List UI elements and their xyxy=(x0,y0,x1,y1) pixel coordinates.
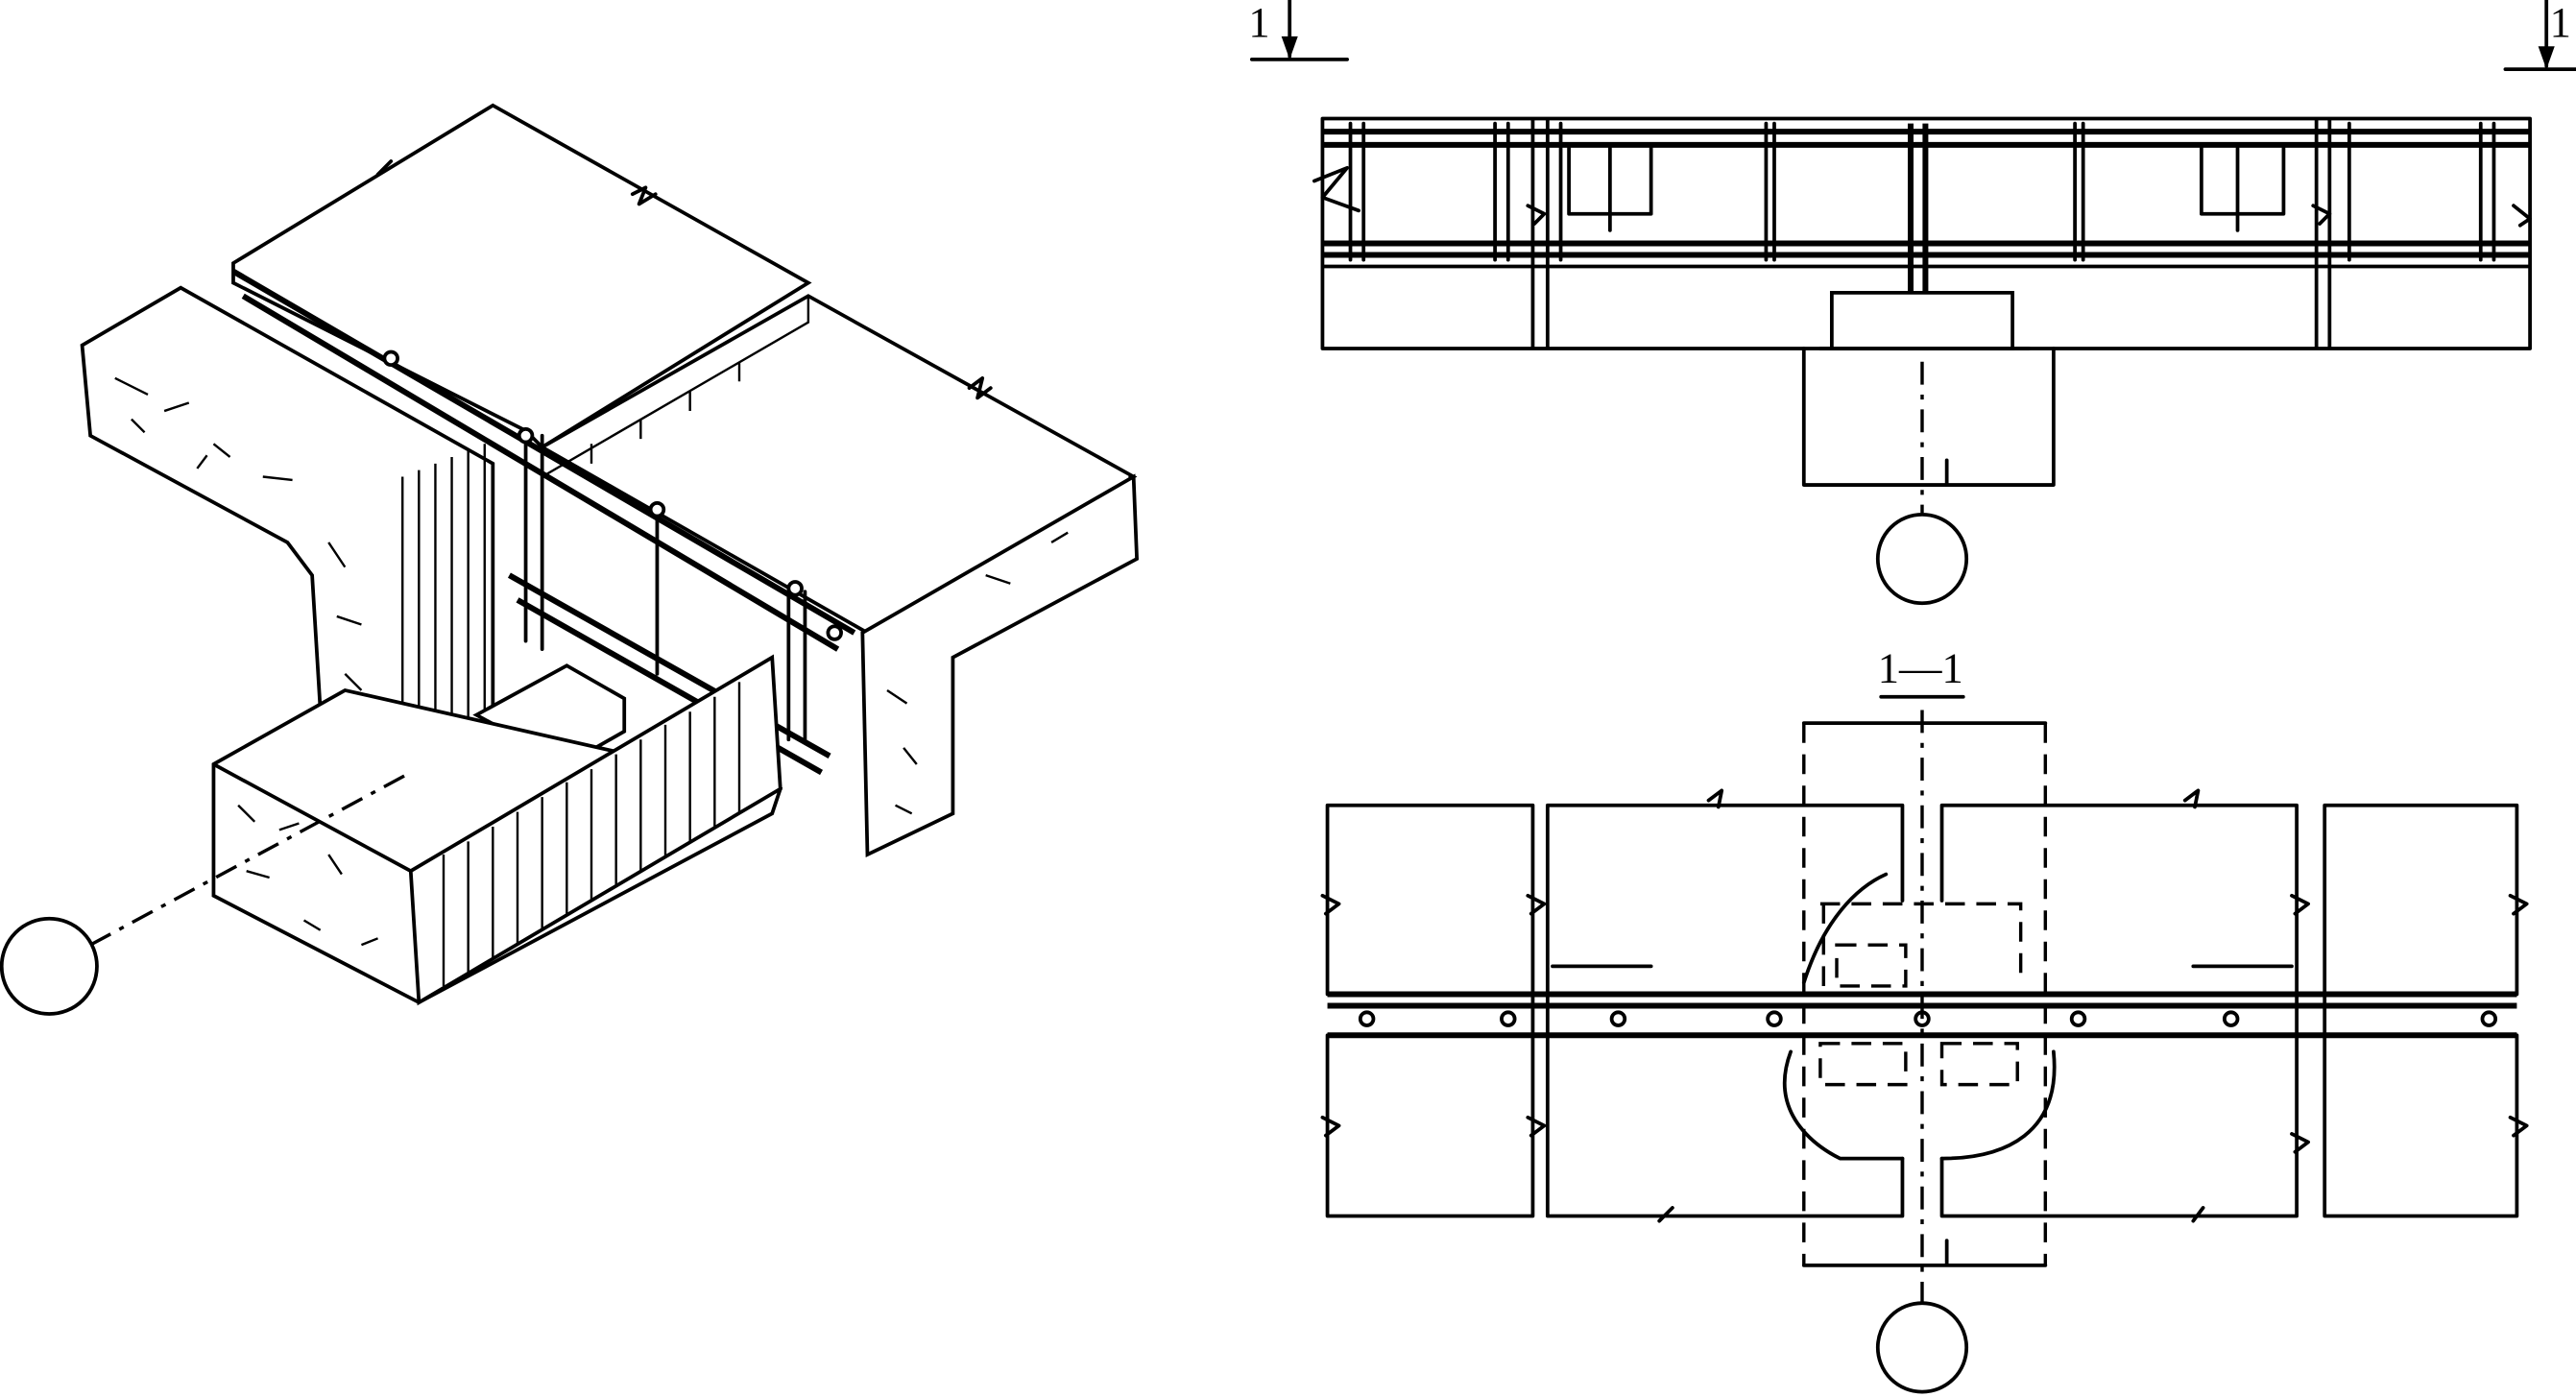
section-marker-left: 1 xyxy=(1248,0,1349,61)
isometric-view xyxy=(0,103,1140,1016)
axis-circle-elev xyxy=(1875,512,1969,606)
right-beam xyxy=(860,473,1140,858)
beam-end-hatch xyxy=(401,444,486,757)
axis-circle-iso xyxy=(0,916,99,1016)
section-mark-right: 1 xyxy=(2550,0,2571,46)
axis-circle-plan xyxy=(1875,1301,1969,1394)
section-marker-right: 1 xyxy=(2503,0,2576,72)
bracket-elev xyxy=(1829,290,2014,350)
section-mark-left: 1 xyxy=(1248,0,1269,46)
stirrups-elev xyxy=(1348,121,2496,262)
section-plan-view: 1—1 xyxy=(1320,643,2529,1394)
breakout-outline xyxy=(1782,872,2057,1161)
rebar-dots-plan xyxy=(1358,1010,2498,1027)
axis-line-iso xyxy=(89,770,412,947)
column-hatch xyxy=(442,682,741,986)
elevation-view: 1 1 xyxy=(1248,0,2576,606)
bracket-plan xyxy=(1818,943,2019,1087)
section-title: 1—1 xyxy=(1878,643,1963,691)
